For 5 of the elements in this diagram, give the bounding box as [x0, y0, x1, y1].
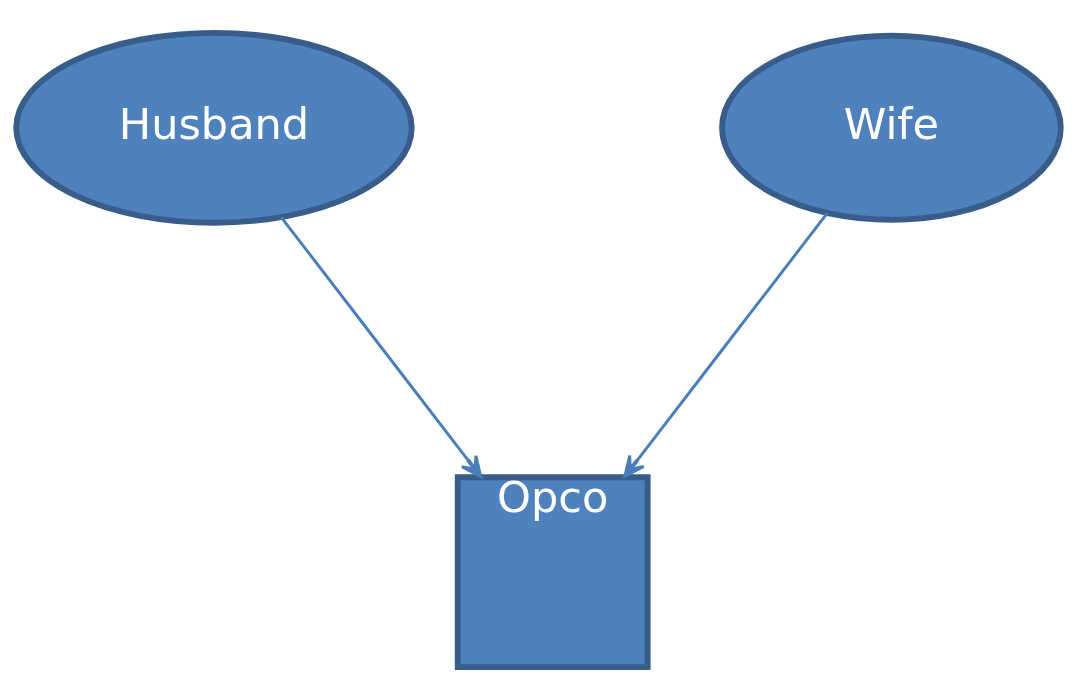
node-box: Opco	[454, 474, 651, 671]
arrow	[623, 212, 829, 478]
arrow	[280, 216, 483, 479]
node-ellipse: Wife	[719, 32, 1064, 223]
node-ellipse: Husband	[13, 29, 415, 226]
